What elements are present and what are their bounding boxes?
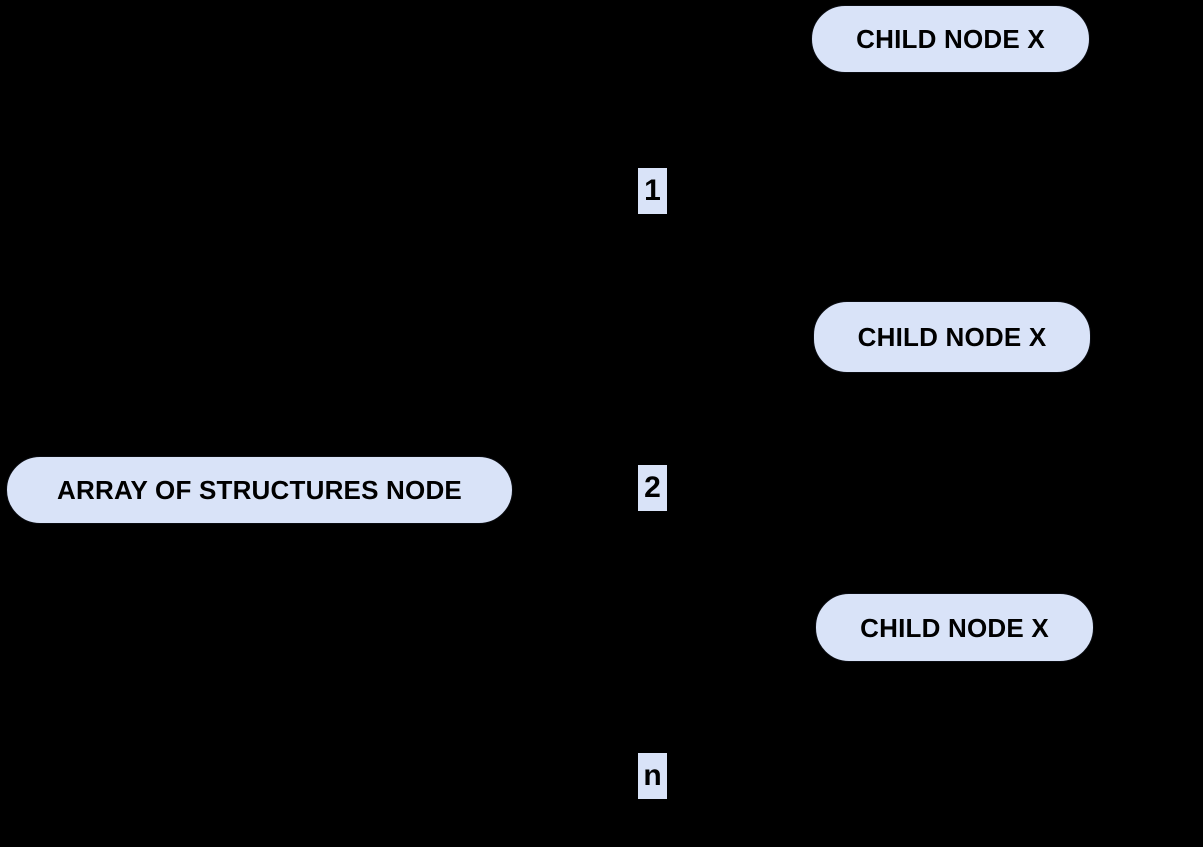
edge-label-index-n-text: n bbox=[643, 759, 662, 792]
node-array-of-structures-node[interactable]: ARRAY OF STRUCTURES NODE bbox=[6, 456, 513, 524]
node-child-node-1-label: CHILD NODE X bbox=[856, 24, 1045, 54]
edge-label-index-2-text: 2 bbox=[644, 471, 661, 504]
node-child-node-3-label: CHILD NODE X bbox=[860, 612, 1049, 643]
node-child-node-2[interactable]: CHILD NODE X bbox=[813, 301, 1091, 373]
edge-line-parent-to-child-1 bbox=[512, 38, 812, 477]
edge-label-index-1-text: 1 bbox=[644, 174, 661, 207]
edge-label-index-1: 1 bbox=[638, 168, 667, 214]
node-child-node-2-label: CHILD NODE X bbox=[857, 322, 1047, 352]
edge-label-index-n: n bbox=[638, 753, 667, 799]
node-child-node-1[interactable]: CHILD NODE X bbox=[811, 5, 1090, 73]
node-array-of-structures-node-label: ARRAY OF STRUCTURES NODE bbox=[57, 475, 462, 505]
edge-line-parent-to-child-3 bbox=[512, 503, 816, 779]
edge-label-index-2: 2 bbox=[638, 465, 667, 511]
node-child-node-3[interactable]: CHILD NODE X bbox=[815, 593, 1094, 662]
